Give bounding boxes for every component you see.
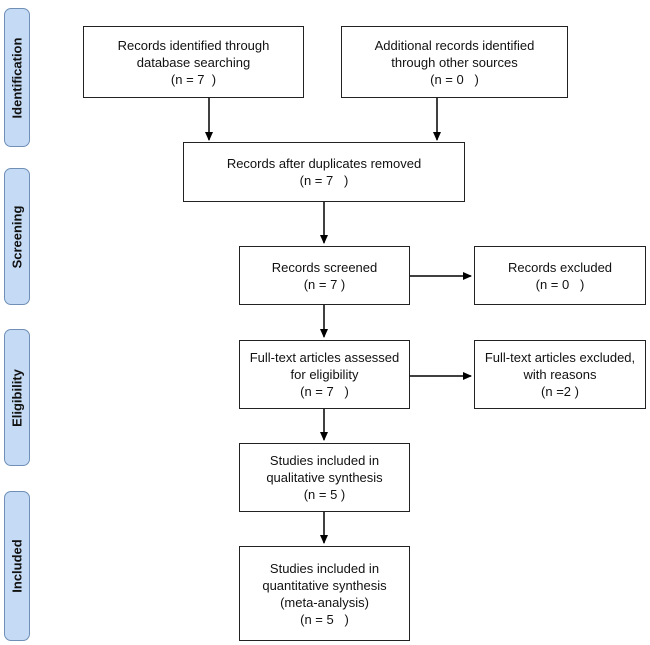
box-line: through other sources: [391, 54, 518, 70]
box-records-screened: Records screened (n = 7 ): [239, 246, 410, 305]
box-count: (n = 7 ): [303, 276, 346, 292]
box-count: (n = 7 ): [170, 71, 217, 87]
box-line: (meta-analysis): [280, 594, 369, 610]
box-line: Records after duplicates removed: [226, 156, 422, 171]
box-other-sources: Additional records identified through ot…: [341, 26, 568, 98]
box-qualitative-synthesis: Studies included in qualitative synthesi…: [239, 443, 410, 512]
box-database-searching: Records identified through database sear…: [83, 26, 304, 98]
phase-eligibility: Eligibility: [4, 329, 30, 466]
box-fulltext-assessed: Full-text articles assessed for eligibil…: [239, 340, 410, 409]
box-count: (n = 7 ): [300, 384, 349, 399]
box-count: (n = 5 ): [303, 487, 346, 502]
phase-identification: Identification: [4, 8, 30, 147]
box-line: Full-text articles excluded,: [484, 350, 636, 365]
box-line: quantitative synthesis: [262, 577, 387, 593]
box-line: Records excluded: [507, 259, 613, 275]
phase-included: Included: [4, 491, 30, 641]
box-fulltext-excluded: Full-text articles excluded, with reason…: [474, 340, 646, 409]
box-count: (n =2 ): [541, 384, 579, 399]
box-line: Studies included in: [269, 560, 380, 576]
box-line: Records screened: [271, 259, 378, 275]
box-line: with reasons: [523, 367, 597, 382]
box-line: Studies included in: [269, 453, 380, 468]
box-line: Records identified through: [117, 37, 270, 53]
box-count: (n = 0 ): [535, 276, 585, 292]
phase-screening: Screening: [4, 168, 30, 305]
box-count: (n = 0 ): [430, 71, 479, 87]
box-duplicates-removed: Records after duplicates removed (n = 7 …: [183, 142, 465, 202]
box-line: database searching: [136, 54, 251, 70]
box-line: for eligibility: [290, 367, 359, 382]
box-count: (n = 5 ): [300, 611, 349, 627]
box-line: qualitative synthesis: [266, 470, 383, 485]
box-line: Full-text articles assessed: [249, 350, 400, 365]
box-line: Additional records identified: [374, 37, 535, 53]
box-quantitative-synthesis: Studies included in quantitative synthes…: [239, 546, 410, 641]
box-count: (n = 7 ): [299, 173, 349, 188]
box-records-excluded: Records excluded (n = 0 ): [474, 246, 646, 305]
